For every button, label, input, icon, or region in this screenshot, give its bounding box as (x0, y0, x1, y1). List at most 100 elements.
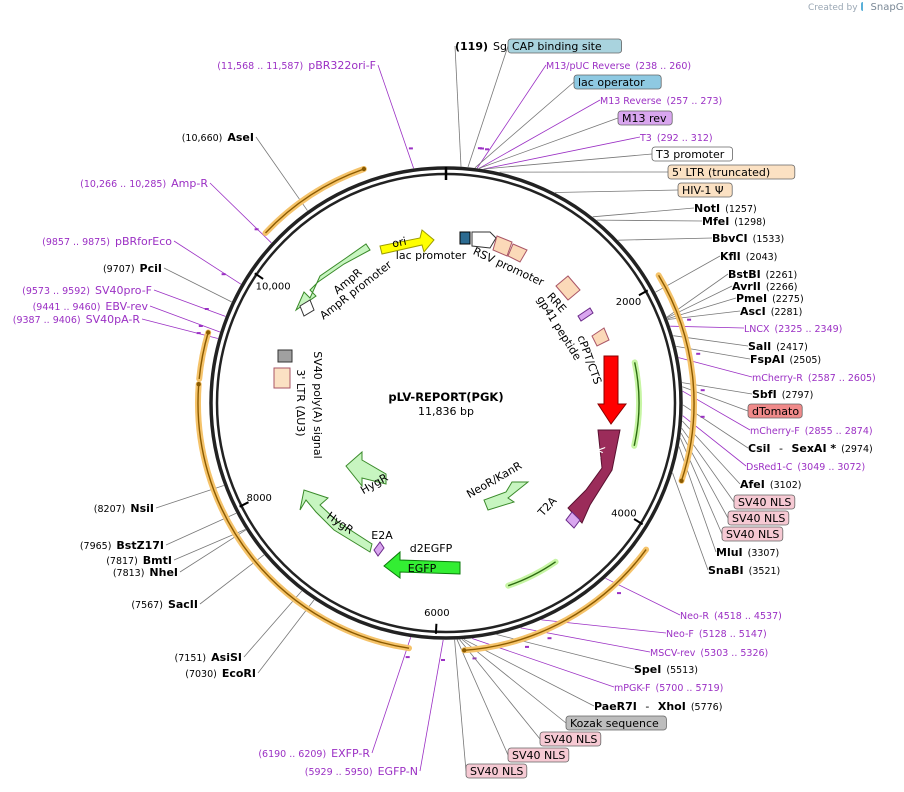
hsv-tk-arrow (567, 429, 621, 524)
label-part: (1298) (734, 217, 766, 228)
primer-mark-egfpn (441, 659, 445, 661)
label-bmti: (7817)BmtI (106, 554, 172, 567)
label-part: (3102) (770, 480, 802, 491)
label-text-asisi: (7151)AsiSI (175, 651, 242, 664)
label-text-paer7i: PaeR7I - XhoI(5776) (594, 700, 722, 713)
leader-line-nls4 (459, 639, 541, 740)
leader-line-pbr322 (377, 64, 414, 169)
label-text-afei: AfeI(3102) (740, 478, 801, 491)
orf-arc-line (657, 274, 695, 482)
label-part: (9857 .. 9875) (42, 237, 110, 248)
feature-label-ori: ori (391, 235, 408, 251)
egfp-arrow (383, 550, 461, 579)
label-part: (2325 .. 2349) (775, 324, 843, 335)
label-text-mcherryf: mCherry-F(2855 .. 2874) (750, 426, 873, 437)
label-part: CsiI (748, 442, 770, 455)
feature-box-nls5 (507, 747, 570, 763)
label-part: BstBI (728, 268, 761, 281)
feature-box-text-ltr5: 5' LTR (truncated) (672, 166, 770, 179)
label-ecori: (7030)EcoRI (185, 667, 256, 680)
leader-line-pbrfor (173, 240, 242, 285)
label-dtomato: dTomato (747, 403, 803, 419)
label-sbfi: SbfI(2797) (752, 388, 813, 401)
label-paer7i: PaeR7I - XhoI(5776) (594, 700, 722, 713)
label-text-lncx: LNCX (2325 .. 2349) (744, 324, 842, 335)
inner-orf-arc-line (507, 561, 556, 587)
ruler-tick (638, 289, 649, 297)
feature-box-text-nls3: SV40 NLS (726, 528, 779, 541)
label-bbvci: BbvCI(1533) (712, 232, 784, 245)
label-text-pbr322: (11,568 .. 11,587) pBR322ori-F (217, 59, 376, 72)
hygr-arrow-outer (299, 489, 373, 553)
label-part: LNCX (744, 324, 770, 335)
primer-mark-m13puc (477, 147, 482, 150)
label-part: AscI (740, 305, 766, 318)
label-part: (11,568 .. 11,587) (217, 61, 303, 72)
ruler-label: 4000 (611, 509, 636, 520)
label-part: SexAI * (791, 442, 836, 455)
label-part: (5303 .. 5326) (700, 648, 768, 659)
label-part: (2505) (790, 355, 822, 366)
label-part: (7567) (131, 600, 163, 611)
label-part: BmtI (143, 554, 172, 567)
label-part: (4518 .. 4537) (714, 611, 782, 622)
label-part: (8207) (94, 504, 126, 515)
label-part: PaeR7I (594, 700, 637, 713)
label-part: (238 .. 260) (635, 61, 691, 72)
cap-site-block (459, 231, 471, 245)
feature-box-hiv (677, 182, 733, 198)
ruler-label: 8000 (246, 493, 271, 504)
label-avrii: AvrII(2266) (732, 280, 798, 293)
leader-line-mfei (596, 219, 703, 222)
inner-orf-arc-line (633, 362, 640, 446)
label-mcherryr: mCherry-R(2587 .. 2605) (752, 373, 876, 384)
label-text-noti: NotI(1257) (694, 202, 757, 215)
label-spei: SpeI(5513) (634, 663, 698, 676)
label-text-bbvci: BbvCI(1533) (712, 232, 784, 245)
label-text-asci: AscI(2281) (740, 305, 802, 318)
label-text-pbrfor: (9857 .. 9875)pBRforEco (42, 235, 172, 248)
leader-line-hiv (554, 189, 679, 193)
leader-line-sv40prof (153, 289, 226, 317)
label-part: SnaBI (708, 564, 744, 577)
label-part: (2275) (772, 294, 804, 305)
label-pbrfor: (9857 .. 9875)pBRforEco (42, 235, 172, 248)
label-part: NheI (149, 566, 178, 579)
label-text-egfpn: (5929 .. 5950)EGFP-N (305, 765, 418, 778)
ori-arrow (379, 229, 435, 255)
label-part: (292 .. 312) (657, 133, 713, 144)
label-m13puc: M13/pUC Reverse(238 .. 260) (546, 61, 691, 72)
primer-mark-sv40par (196, 332, 201, 335)
label-part: T3 (639, 133, 652, 144)
feature-label-t2a: T2A (535, 494, 560, 520)
label-nls1: SV40 NLS (733, 494, 796, 510)
feature-box-text-kozak: Kozak sequence (570, 717, 659, 730)
label-part: AvrII (732, 280, 761, 293)
feature-label-egfp: EGFP (408, 562, 437, 575)
label-part: (3049 .. 3072) (797, 462, 865, 473)
label-text-neof: Neo-F(5128 .. 5147) (666, 629, 767, 640)
label-mscv: MSCV-rev(5303 .. 5326) (650, 648, 768, 659)
feature-box-nls6 (465, 763, 528, 779)
label-text-sbfi: SbfI(2797) (752, 388, 813, 401)
lac-promoter-arrow (471, 231, 497, 249)
ruler-tick (633, 518, 644, 526)
leader-line-kozak (461, 639, 567, 724)
label-lacop: lac operator (573, 74, 662, 90)
label-egfpn: (5929 .. 5950)EGFP-N (305, 765, 418, 778)
feature-label-neor: NeoR/KanR (464, 459, 524, 501)
label-text-fspai: FspAI(2505) (750, 353, 821, 366)
leader-line-noti (592, 207, 695, 218)
label-lncx: LNCX (2325 .. 2349) (744, 324, 842, 335)
label-nls4: SV40 NLS (539, 731, 602, 747)
label-part: (5700 .. 5719) (655, 683, 723, 694)
label-part: (5776) (691, 702, 723, 713)
leader-line-bbvci (618, 237, 713, 241)
leader-line-ampr (209, 182, 272, 244)
label-part: Amp-R (171, 177, 208, 190)
label-part: pBR322ori-F (308, 59, 376, 72)
label-part: (10,266 .. 10,285) (80, 179, 166, 190)
label-text-ecori: (7030)EcoRI (185, 667, 256, 680)
label-part: SacII (168, 598, 198, 611)
